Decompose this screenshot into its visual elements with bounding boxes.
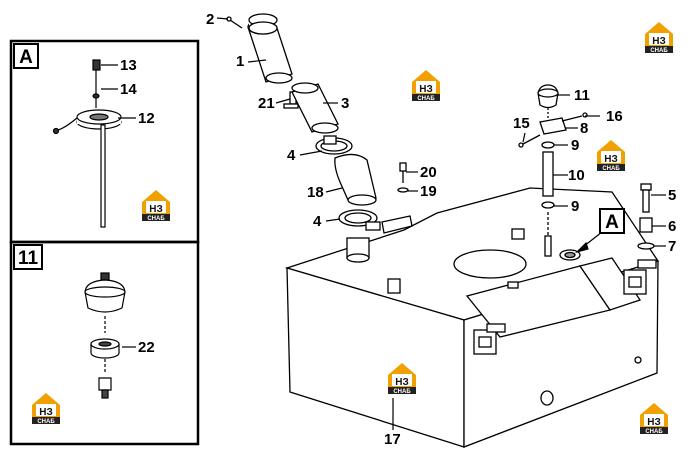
level-sender-drawing	[52, 59, 122, 228]
callout-5: 5	[668, 187, 676, 204]
watermark-logo-6: НЗ СНАБ	[32, 393, 60, 425]
callout-4-lower: 4	[313, 213, 322, 230]
callout-4-upper: 4	[287, 147, 296, 164]
callout-17: 17	[384, 431, 401, 448]
svg-text:СНАБ: СНАБ	[602, 166, 620, 172]
svg-text:НЗ: НЗ	[149, 204, 163, 215]
svg-text:СНАБ: СНАБ	[393, 389, 411, 395]
panel-11-label: 11	[18, 248, 39, 269]
callout-21: 21	[258, 95, 275, 112]
svg-text:СНАБ: СНАБ	[147, 216, 165, 222]
view-marker-a: A	[605, 212, 619, 233]
callout-1: 1	[236, 53, 244, 70]
callout-13: 13	[120, 57, 137, 74]
panel-11-tag	[13, 244, 43, 270]
svg-text:НЗ: НЗ	[39, 407, 53, 418]
view-marker-box	[599, 208, 625, 234]
callout-19: 19	[420, 183, 437, 200]
svg-text:НЗ: НЗ	[419, 84, 433, 95]
callout-11: 11	[574, 87, 590, 104]
svg-text:СНАБ: СНАБ	[645, 429, 663, 435]
callout-10: 10	[568, 167, 585, 184]
callout-15: 15	[513, 115, 530, 132]
watermark-logo-2: НЗ СНАБ	[645, 22, 673, 54]
panel-a-tag	[13, 43, 39, 69]
watermark-logo-3: НЗ СНАБ	[597, 140, 625, 172]
callout-18: 18	[307, 184, 324, 201]
breather-cap-drawing	[84, 272, 126, 399]
svg-text:СНАБ: СНАБ	[650, 48, 668, 54]
panel-a-label: A	[19, 47, 33, 68]
vent-parts-drawing	[518, 84, 655, 257]
callout-14: 14	[120, 81, 137, 98]
callout-22: 22	[138, 339, 155, 356]
callout-9-lower: 9	[571, 198, 579, 215]
callout-16: 16	[606, 108, 623, 125]
callout-12: 12	[138, 110, 155, 127]
callout-3: 3	[341, 95, 349, 112]
callout-6: 6	[668, 218, 676, 235]
callout-7: 7	[668, 238, 676, 255]
svg-text:СНАБ: СНАБ	[417, 96, 435, 102]
svg-text:НЗ: НЗ	[395, 377, 409, 388]
panel-11-frame	[9, 240, 200, 446]
filler-parts-drawing	[226, 13, 409, 231]
watermark-logo-4: НЗ СНАБ	[142, 190, 170, 222]
callout-9-upper: 9	[571, 137, 579, 154]
svg-text:НЗ: НЗ	[604, 154, 618, 165]
detail-panel-11: 11 22	[9, 240, 200, 446]
watermark-logo-1: НЗ СНАБ	[412, 70, 440, 102]
svg-text:НЗ: НЗ	[647, 417, 661, 428]
leader-lines	[216, 17, 666, 430]
callout-8: 8	[580, 120, 588, 137]
fuel-tank-drawing	[284, 187, 660, 448]
svg-text:СНАБ: СНАБ	[37, 419, 55, 425]
watermark-logo-7: НЗ СНАБ	[640, 403, 668, 435]
svg-text:НЗ: НЗ	[652, 36, 666, 47]
callout-20: 20	[420, 164, 437, 181]
callout-2: 2	[206, 11, 214, 28]
watermark-logo-5: НЗ СНАБ	[388, 363, 416, 395]
